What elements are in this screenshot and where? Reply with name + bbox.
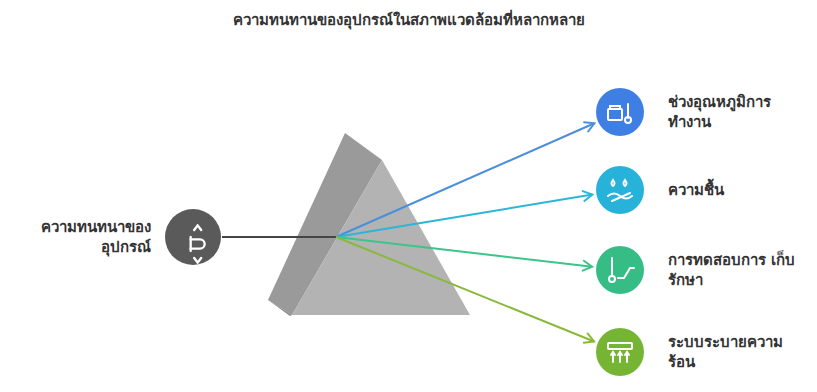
- icon-circle: [596, 328, 644, 376]
- node-label: ความทนทนาของ อุปกรณ์: [15, 217, 151, 257]
- node-label: ระบบระบายความ ร้อน: [668, 332, 804, 372]
- node-label: ช่วงอุณหภูมิการ ทำงาน: [668, 92, 804, 132]
- icon-circle: [596, 246, 644, 294]
- connector-arrow: [222, 122, 594, 237]
- diagram-title: ความทนทานของอุปกรณ์ในสภาพแวดล้อมที่หลากห…: [0, 8, 817, 32]
- icon-circle: [596, 166, 644, 214]
- icon-node: การทดสอบการ เก็บรักษา: [596, 246, 644, 294]
- icon-node: ช่วงอุณหภูมิการ ทำงาน: [596, 88, 644, 136]
- icon-node: ความทนทนาของ อุปกรณ์: [165, 209, 221, 265]
- node-label: ความชื้น: [668, 180, 804, 200]
- icon-node: ความชื้น: [596, 166, 644, 214]
- icon-circle: [596, 88, 644, 136]
- icon-node: ระบบระบายความ ร้อน: [596, 328, 644, 376]
- node-label: การทดสอบการ เก็บรักษา: [668, 250, 804, 290]
- prism-base: [268, 300, 292, 316]
- connector-arrow: [222, 191, 592, 237]
- connector-arrow: [222, 237, 594, 343]
- icon-circle: [165, 209, 221, 265]
